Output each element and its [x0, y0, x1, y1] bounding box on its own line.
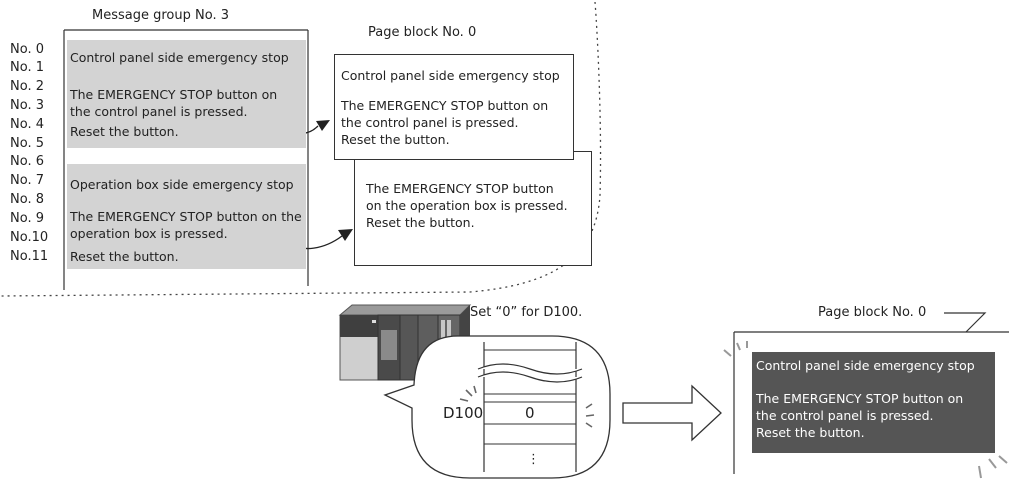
message-line: the control panel is pressed. — [341, 115, 519, 130]
row-number: No.11 — [10, 249, 49, 264]
message-line: Operation box side emergency stop — [70, 177, 294, 192]
message-group-title: Message group No. 3 — [92, 8, 229, 23]
display-line: Control panel side emergency stop — [756, 358, 975, 373]
row-number: No. 5 — [10, 136, 44, 151]
page-block-front-window: Control panel side emergency stop The EM… — [334, 54, 574, 160]
message-line: Reset the button. — [70, 124, 179, 139]
page-block-back-window: The EMERGENCY STOP button on the operati… — [354, 151, 592, 266]
message-line: The EMERGENCY STOP button on the — [70, 209, 302, 224]
display-line: the control panel is pressed. — [756, 408, 934, 423]
page-block-title: Page block No. 0 — [368, 25, 477, 40]
message-line: Reset the button. — [341, 132, 450, 147]
register-break-wave — [477, 363, 583, 383]
display-screen: Control panel side emergency stop The EM… — [752, 352, 995, 453]
dotted-boundary — [0, 1, 602, 297]
flow-arrow-icon — [622, 384, 722, 442]
message-line: the control panel is pressed. — [70, 104, 248, 119]
row-number: No. 1 — [10, 60, 44, 75]
row-number: No.10 — [10, 230, 49, 245]
message-line: The EMERGENCY STOP button on — [341, 98, 549, 113]
register-label: D100 — [443, 404, 484, 422]
row-number: No. 7 — [10, 173, 44, 188]
row-number: No. 4 — [10, 117, 44, 132]
row-number: No. 6 — [10, 154, 44, 169]
message-line: The EMERGENCY STOP button on — [70, 87, 278, 102]
display-page-block-title: Page block No. 0 — [818, 305, 927, 320]
message-line: Reset the button. — [366, 215, 475, 230]
message-line: on the operation box is pressed. — [366, 198, 568, 213]
message-block-operation-box: Operation box side emergency stop The EM… — [67, 164, 306, 269]
plc-instruction-note: Set “0” for D100. — [470, 305, 583, 320]
display-sparkle-icon — [723, 341, 1008, 479]
highlight-sparkle-icon — [459, 385, 595, 428]
row-number: No. 8 — [10, 192, 44, 207]
message-line: The EMERGENCY STOP button — [366, 181, 554, 196]
row-number: No. 3 — [10, 98, 44, 113]
message-line: Reset the button. — [70, 249, 179, 264]
message-line: Control panel side emergency stop — [70, 50, 289, 65]
display-title-leader — [944, 312, 987, 333]
row-number: No. 0 — [10, 42, 44, 57]
message-block-control-panel: Control panel side emergency stop The EM… — [67, 40, 306, 148]
curved-arrow-2-head — [338, 229, 353, 241]
register-ellipsis: ⋮ — [527, 452, 540, 467]
display-line: Reset the button. — [756, 425, 865, 440]
message-line: operation box is pressed. — [70, 226, 228, 241]
row-number: No. 9 — [10, 211, 44, 226]
message-line: Control panel side emergency stop — [341, 68, 560, 83]
curved-arrow-1-head — [316, 120, 330, 131]
register-value: 0 — [525, 404, 535, 422]
row-number: No. 2 — [10, 79, 44, 94]
display-line: The EMERGENCY STOP button on — [756, 391, 964, 406]
